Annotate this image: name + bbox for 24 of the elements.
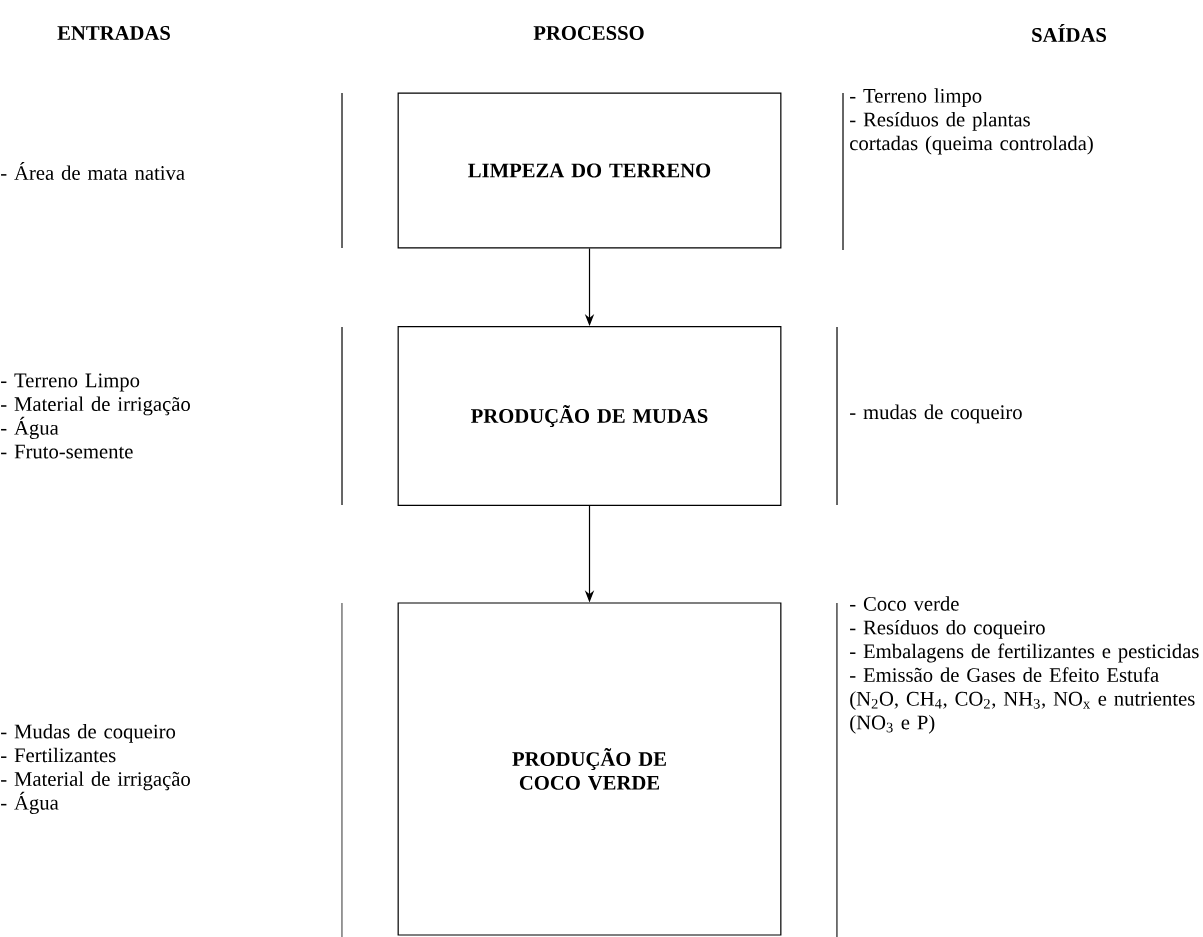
label: - Emissão de Gases de Efeito Estufa (N$_{2}$O, CH$_{4}$, CO$_{2}$, NH$_{3}$, NO$_{x}$ e nutrientes (NO$_{3}$ e P) — [850, 667, 1195, 734]
process-box: LIMPEZA DO TERRENO — [397, 92, 782, 249]
input-list: - Terreno Limpo - Material de irrigação - Água - Fruto-semente — [1, 373, 190, 459]
label: - Embalagens de fertilizantes e pesticidas — [850, 643, 1199, 663]
input-list: - Área de mata nativa — [1, 162, 185, 180]
process-box: PRODUÇÃO DE COCO VERDE — [397, 602, 782, 936]
column-heading: SAÍDAS — [1032, 24, 1106, 42]
label: - Fertilizantes — [1, 747, 116, 763]
label: - Material de irrigação — [1, 396, 190, 416]
input-list: - Mudas de coqueiro - Fertilizantes - Material de irrigação - Água — [1, 724, 190, 814]
column-heading: ENTRADAS — [57, 26, 170, 40]
label: - Coco verde — [850, 596, 959, 611]
label: - Material de irrigação — [1, 771, 190, 791]
column-heading: PROCESSO — [533, 26, 644, 40]
label: - Mudas de coqueiro — [1, 723, 176, 743]
process-box: PRODUÇÃO DE MUDAS — [397, 326, 782, 506]
label: - Resíduos do coqueiro — [850, 619, 1045, 639]
output-list: - mudas de coqueiro — [850, 404, 1022, 424]
label: - Terreno Limpo — [1, 373, 140, 392]
label: - Água — [1, 791, 59, 814]
label: - Água — [1, 416, 59, 440]
label: - Fruto-semente — [1, 444, 133, 459]
output-list: - Coco verde - Resíduos do coqueiro - Embalagens de fertilizantes e pesticidas - Emissão de Gases de Efeito Estufa (N$_{2}$O, CH$_{4}$, CO$_{2}$, NH$_{3}$, NO$_{x}$ e nutrientes (NO$_{3}$ e P) — [850, 596, 1199, 734]
output-list: - Terreno limpo - Resíduos de plantas cortadas (queima controlada) — [850, 88, 1093, 155]
